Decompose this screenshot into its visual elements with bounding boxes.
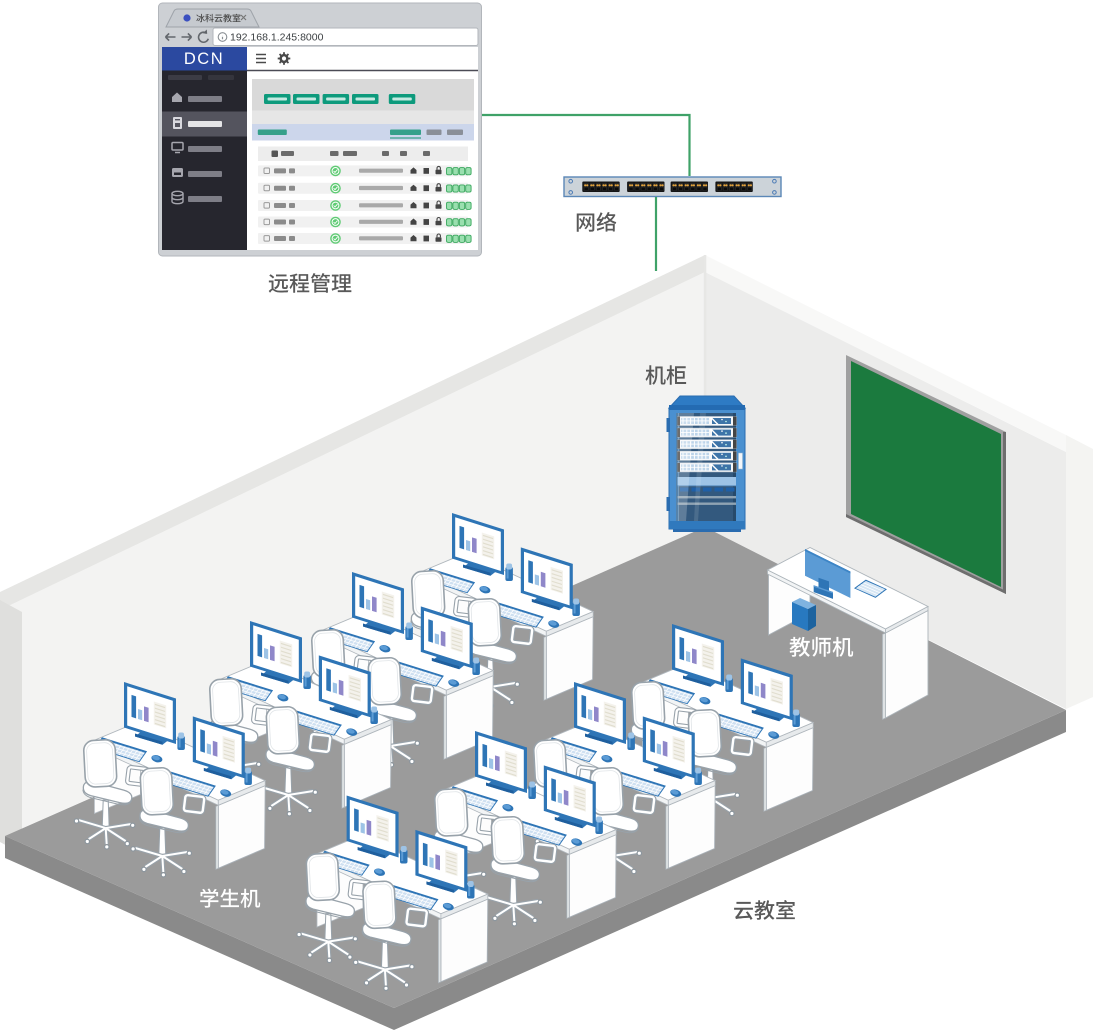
svg-text:192.168.1.245:8000: 192.168.1.245:8000 xyxy=(230,32,324,44)
svg-text:DCN: DCN xyxy=(184,50,224,68)
